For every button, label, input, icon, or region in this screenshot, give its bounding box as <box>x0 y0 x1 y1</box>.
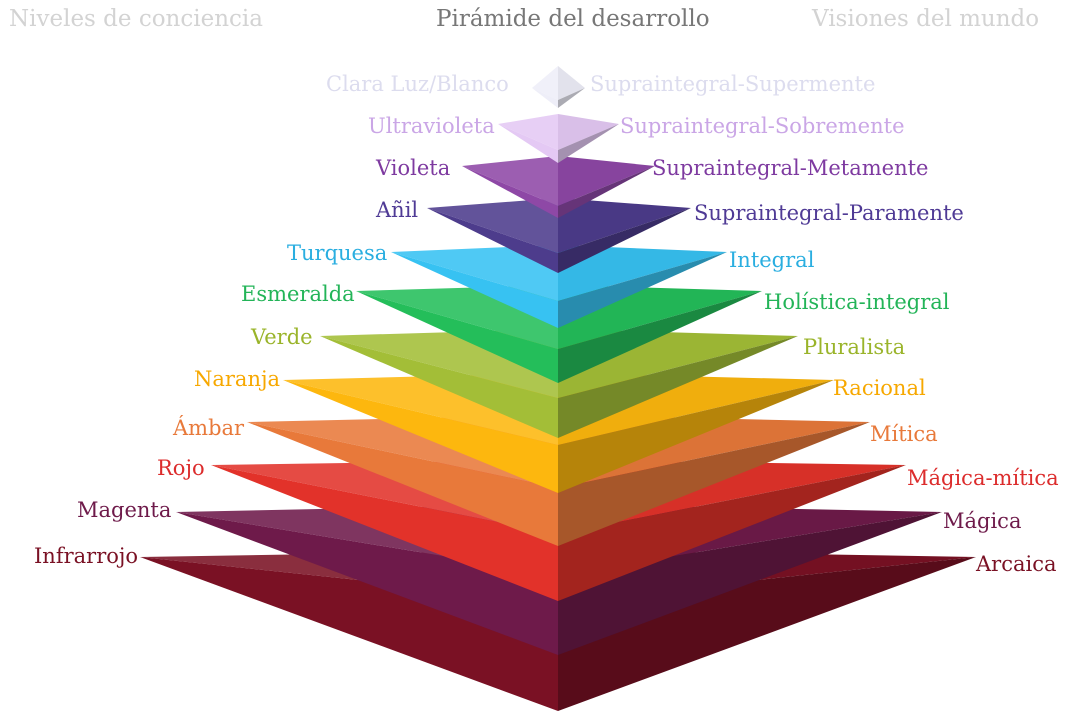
tier-top-right <box>558 198 691 253</box>
tier-top-right <box>558 156 655 206</box>
worldview-label-9: Supraintegral-Metamente <box>652 156 929 180</box>
level-label-6: Esmeralda <box>241 282 355 306</box>
tier-top-left <box>391 245 558 301</box>
tier-face-left <box>320 336 558 438</box>
worldview-label-3: Mítica <box>870 422 938 446</box>
worldview-label-2: Mágica-mítica <box>907 466 1059 490</box>
header-title: Pirámide del desarrollo <box>436 6 710 32</box>
tier-face-right <box>558 166 655 218</box>
tier-top-left <box>532 66 558 100</box>
tier-face-left <box>532 88 558 108</box>
tier-face-left <box>498 124 558 163</box>
level-label-4: Naranja <box>194 367 281 391</box>
level-label-11: Clara Luz/Blanco <box>326 72 509 96</box>
worldview-label-1: Mágica <box>943 509 1022 533</box>
pyramid-tier <box>427 198 691 273</box>
level-label-0: Infrarrojo <box>34 544 139 568</box>
tier-face-right <box>558 336 798 438</box>
tier-face-left <box>391 252 558 328</box>
tier-face-right <box>558 465 906 601</box>
tier-top-right <box>558 114 619 150</box>
level-label-3: Ámbar <box>173 416 245 440</box>
tier-face-left <box>427 208 558 273</box>
level-label-10: Ultravioleta <box>368 114 495 138</box>
level-label-5: Verde <box>251 325 313 349</box>
worldview-label-6: Holística-integral <box>764 290 950 314</box>
pyramid-tier <box>462 156 655 218</box>
tier-face-right <box>558 422 870 546</box>
worldview-label-10: Supraintegral-Sobremente <box>620 114 905 138</box>
level-label-9: Violeta <box>376 156 451 180</box>
tier-top-left <box>427 198 558 253</box>
tier-face-right <box>558 252 727 328</box>
worldview-label-0: Arcaica <box>976 552 1057 576</box>
tier-face-left <box>247 422 558 546</box>
worldview-label-8: Supraintegral-Paramente <box>694 201 964 225</box>
pyramid-tier <box>532 66 585 108</box>
level-label-2: Rojo <box>157 456 205 480</box>
worldview-label-11: Supraintegral-Supermente <box>590 72 876 96</box>
tier-face-right <box>558 291 762 383</box>
tier-top-right <box>558 66 585 100</box>
tier-face-right <box>558 512 942 655</box>
worldview-label-4: Racional <box>833 376 926 400</box>
worldview-label-7: Integral <box>729 248 815 272</box>
pyramid-tier <box>211 460 906 601</box>
level-label-8: Añil <box>376 198 419 222</box>
tier-face-right <box>558 124 619 163</box>
tier-face-left <box>283 380 558 493</box>
worldview-label-5: Pluralista <box>803 335 906 359</box>
level-label-7: Turquesa <box>287 241 388 265</box>
tier-face-left <box>176 512 558 655</box>
tier-face-left <box>211 465 558 601</box>
tier-top-right <box>558 245 727 301</box>
tier-face-left <box>356 291 558 383</box>
tier-face-right <box>558 380 834 493</box>
level-label-1: Magenta <box>77 498 172 522</box>
pyramid-tier <box>498 114 619 163</box>
header-levels-of-consciousness: Niveles de conciencia <box>9 6 263 32</box>
tier-face-right <box>558 88 585 108</box>
header-worldviews: Visiones del mundo <box>812 6 1040 32</box>
pyramid-tier <box>391 245 727 328</box>
tier-face-right <box>558 208 691 273</box>
tier-top-left <box>462 156 558 206</box>
tier-face-left <box>462 166 558 218</box>
tier-top-left <box>498 114 558 150</box>
